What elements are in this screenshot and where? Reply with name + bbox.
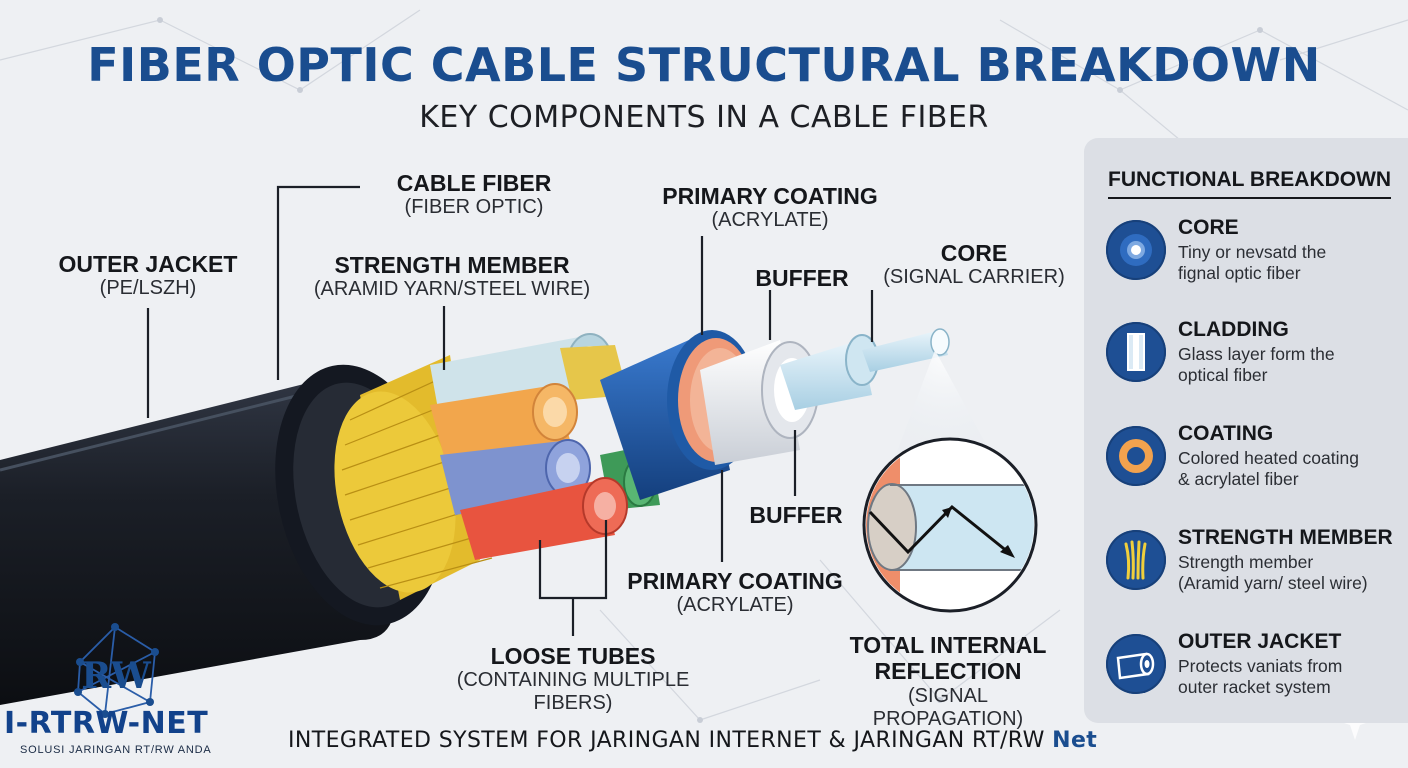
- cladding-icon: [1106, 322, 1166, 382]
- label-loose-tubes: LOOSE TUBES (CONTAINING MULTIPLE FIBERS): [456, 643, 690, 715]
- label-total-internal-reflection: TOTAL INTERNAL REFLECTION (SIGNAL PROPAG…: [849, 632, 1047, 730]
- breakdown-item-coating: COATING Colored heated coating & acrylat…: [1106, 422, 1406, 492]
- core-icon: [1106, 220, 1166, 280]
- breakdown-item-outer-jacket: OUTER JACKET Protects vaniats from outer…: [1106, 630, 1406, 700]
- label-primary-coating-top: PRIMARY COATING (ACRYLATE): [662, 183, 878, 232]
- label-primary-coating-bottom: PRIMARY COATING (ACRYLATE): [627, 568, 843, 617]
- label-buffer-bottom: BUFFER: [749, 502, 843, 528]
- label-outer-jacket: OUTER JACKET (PE/LSZH): [58, 251, 238, 300]
- strength-member-icon: [1106, 530, 1166, 590]
- breakdown-item-strength-member: STRENGTH MEMBER Strength member (Aramid …: [1106, 526, 1406, 596]
- functional-breakdown-panel: FUNCTIONAL BREAKDOWN CORE Tiny or nevsat…: [1084, 138, 1408, 723]
- brand-logo-mark: RW: [74, 623, 159, 718]
- label-strength-member: STRENGTH MEMBER (ARAMID YARN/STEEL WIRE): [313, 252, 591, 301]
- breakdown-item-cladding: CLADDING Glass layer form the optical fi…: [1106, 318, 1406, 388]
- label-core: CORE (SIGNAL CARRIER): [883, 240, 1065, 289]
- label-buffer-top: BUFFER: [755, 265, 849, 291]
- footer-text: INTEGRATED SYSTEM FOR JARINGAN INTERNET …: [288, 728, 1098, 753]
- label-cable-fiber: CABLE FIBER (FIBER OPTIC): [396, 170, 552, 219]
- logo-mark-text: RW: [81, 655, 151, 697]
- page-title: FIBER OPTIC CABLE STRUCTURAL BREAKDOWN: [87, 38, 1321, 92]
- breakdown-item-core: CORE Tiny or nevsatd the fignal optic fi…: [1106, 216, 1406, 286]
- coating-icon: [1106, 426, 1166, 486]
- page-subtitle: KEY COMPONENTS IN A CABLE FIBER: [419, 100, 989, 135]
- outer-jacket-icon: [1106, 634, 1166, 694]
- brand-tagline: SOLUSI JARINGAN RT/RW ANDA: [20, 744, 212, 756]
- brand-name: I-RTRW-NET: [4, 706, 209, 741]
- total-internal-reflection-zoom: [862, 437, 1038, 613]
- panel-title: FUNCTIONAL BREAKDOWN: [1108, 168, 1392, 199]
- core-glass-shape: [780, 328, 950, 410]
- cable-illustration: [0, 185, 1038, 705]
